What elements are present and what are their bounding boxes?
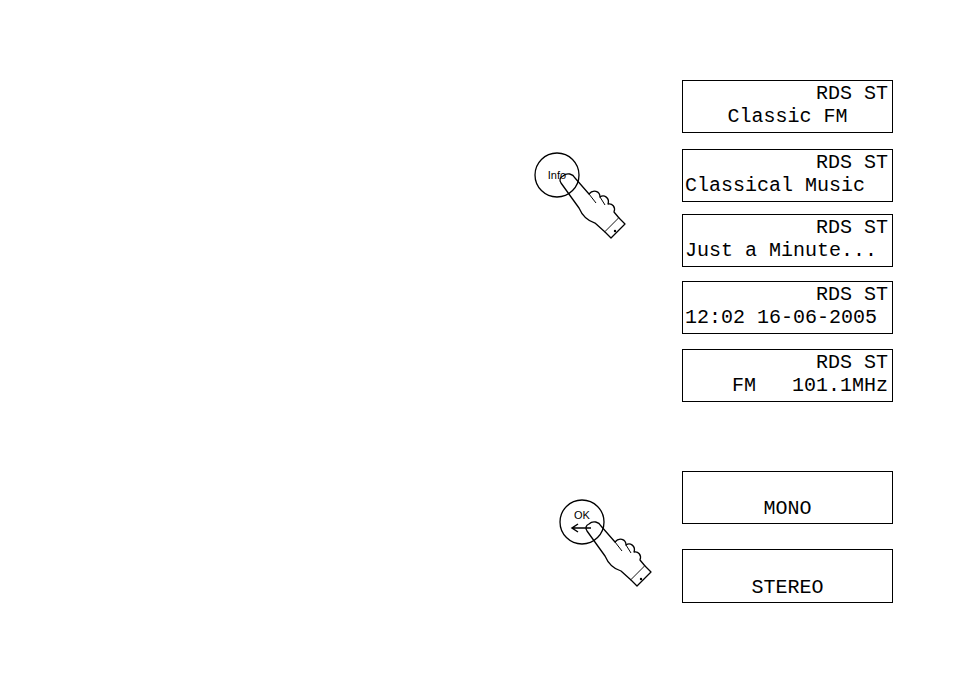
lcd-display: RDS STClassical Music [682, 149, 893, 202]
status-indicator: RDS ST [816, 152, 888, 174]
enter-arrow [572, 524, 591, 532]
display-text: FM 101.1MHz [732, 375, 888, 397]
pressing-hand [560, 174, 625, 238]
display-text: Classical Music [685, 175, 865, 197]
lcd-display: RDS STJust a Minute... [682, 214, 893, 267]
display-text: Classic FM [727, 106, 847, 128]
button-label: OK [574, 509, 590, 521]
status-indicator: RDS ST [816, 83, 888, 105]
button-outline [559, 499, 605, 545]
lcd-display: STEREO [682, 549, 893, 603]
round-button: Info [534, 152, 580, 198]
display-text: STEREO [751, 577, 823, 599]
status-indicator: RDS ST [816, 217, 888, 239]
lcd-display: RDS STClassic FM [682, 80, 893, 133]
button-label: Info [548, 169, 566, 181]
lcd-display: MONO [682, 471, 893, 524]
round-button: OK [559, 499, 605, 545]
pressing-hand [586, 522, 651, 586]
display-text: Just a Minute... [685, 240, 877, 262]
display-text: 12:02 16-06-2005 [685, 307, 877, 329]
lcd-display: RDS ST12:02 16-06-2005 [682, 281, 893, 334]
lcd-display: RDS STFM 101.1MHz [682, 349, 893, 402]
status-indicator: RDS ST [816, 284, 888, 306]
display-text: MONO [763, 498, 811, 520]
status-indicator: RDS ST [816, 352, 888, 374]
